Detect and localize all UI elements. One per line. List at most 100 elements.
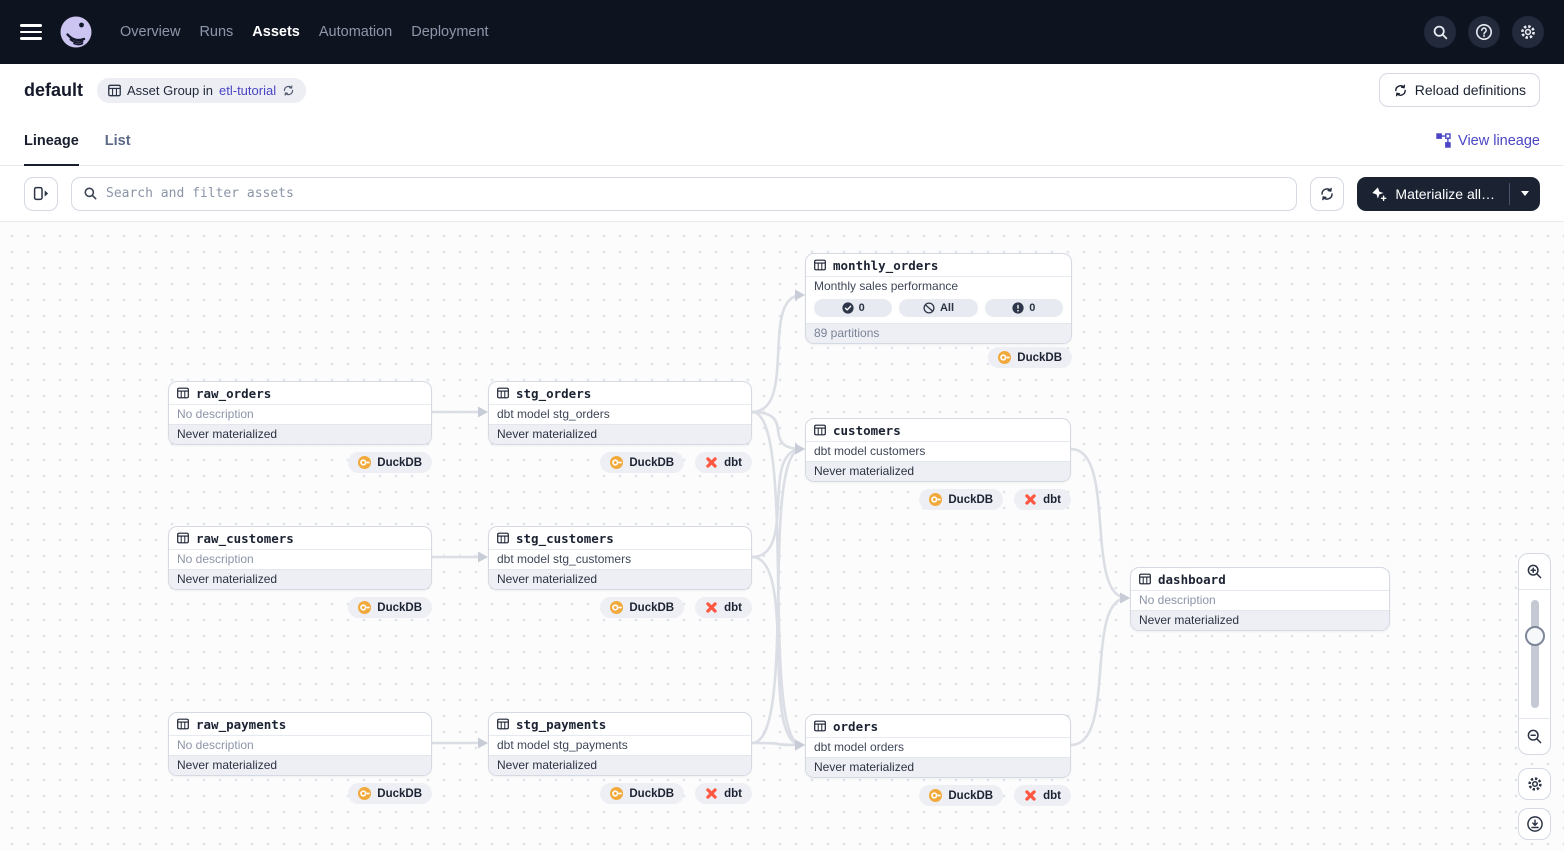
tabs: Lineage List <box>24 116 131 166</box>
split-divider <box>1509 182 1510 205</box>
nav-link-automation[interactable]: Automation <box>318 24 393 40</box>
reload-definitions-button[interactable]: Reload definitions <box>1378 73 1540 107</box>
asset-node-title: raw_customers <box>169 527 431 550</box>
zoom-in-button[interactable] <box>1519 554 1550 590</box>
toggle-sidebar-button[interactable] <box>24 176 58 211</box>
reload-status-icon <box>283 84 294 96</box>
refresh-icon <box>1321 187 1334 200</box>
download-view-button[interactable] <box>1518 808 1551 840</box>
tag-duckdb[interactable]: DuckDB <box>600 783 685 804</box>
asset-node-title: dashboard <box>1131 568 1389 591</box>
duckdb-icon <box>358 456 372 469</box>
asset-node-title: raw_payments <box>169 713 431 736</box>
check-circle-icon <box>841 302 854 314</box>
asset-group-badge: Asset Group in etl-tutorial <box>97 77 307 103</box>
tab-lineage[interactable]: Lineage <box>24 116 79 166</box>
materialize-dropdown-button[interactable] <box>1510 177 1540 211</box>
asset-search <box>71 176 1298 211</box>
nav-link-overview[interactable]: Overview <box>120 24 181 40</box>
refresh-button[interactable] <box>1310 176 1345 211</box>
asset-tags: DuckDB <box>168 452 432 473</box>
asset-node-description: dbt model stg_payments <box>497 738 628 752</box>
zoom-slider-handle[interactable] <box>1524 626 1545 646</box>
settings-icon[interactable] <box>1512 16 1544 48</box>
zoom-slider-track <box>1530 600 1539 708</box>
tag-duckdb[interactable]: DuckDB <box>919 489 1004 510</box>
tabs-row: Lineage List View lineage <box>0 116 1564 166</box>
menu-icon[interactable] <box>20 20 44 44</box>
dagster-logo-icon[interactable] <box>60 16 92 48</box>
table-icon <box>497 532 509 544</box>
asset-node-title: orders <box>806 715 1070 738</box>
tag-dbt[interactable]: dbt <box>695 597 752 618</box>
asset-node-description: dbt model orders <box>814 740 905 754</box>
duckdb-icon <box>358 787 372 800</box>
tag-duckdb[interactable]: DuckDB <box>600 597 685 618</box>
asset-node-description: No description <box>177 738 254 752</box>
asset-tags: DuckDB <box>168 597 432 618</box>
duckdb-icon <box>358 601 372 614</box>
asset-node-title: stg_orders <box>489 382 751 405</box>
materialize-all-button[interactable]: Materialize all… <box>1357 177 1509 211</box>
table-icon <box>497 718 509 730</box>
nav-link-runs[interactable]: Runs <box>199 24 234 40</box>
duckdb-icon <box>610 456 624 469</box>
tag-duckdb[interactable]: DuckDB <box>348 783 432 804</box>
code-location-link[interactable]: etl-tutorial <box>219 82 277 98</box>
tag-duckdb[interactable]: DuckDB <box>348 597 432 618</box>
tag-dbt[interactable]: dbt <box>695 452 752 473</box>
asset-node-status: Never materialized <box>806 461 1070 481</box>
table-icon <box>814 720 826 732</box>
search-icon <box>84 187 97 200</box>
asset-node-status: Never materialized <box>1131 610 1389 630</box>
zoom-slider[interactable] <box>1519 590 1550 718</box>
lineage-toolbar: Materialize all… <box>0 166 1564 222</box>
asset-tags: DuckDB <box>168 783 432 804</box>
sparkle-icon <box>1372 186 1387 201</box>
search-icon[interactable] <box>1424 16 1456 48</box>
table-icon <box>1139 573 1151 585</box>
reload-definitions-label: Reload definitions <box>1414 82 1526 98</box>
graph-settings-button[interactable] <box>1518 768 1551 800</box>
chevron-down-icon <box>1521 191 1529 196</box>
partition-badge: 0 <box>984 299 1063 317</box>
nav-link-assets[interactable]: Assets <box>252 24 300 40</box>
tab-list[interactable]: List <box>104 132 131 149</box>
panel-toggle-icon <box>33 186 48 201</box>
view-lineage-label: View lineage <box>1458 132 1540 149</box>
tag-duckdb[interactable]: DuckDB <box>988 347 1072 368</box>
view-lineage-link[interactable]: View lineage <box>1436 116 1540 165</box>
asset-node-title: customers <box>806 419 1070 442</box>
asset-node-title: raw_orders <box>169 382 431 405</box>
zoom-controls <box>1518 553 1551 755</box>
nav-link-deployment[interactable]: Deployment <box>411 24 489 40</box>
table-icon <box>814 424 826 436</box>
asset-node-title: stg_customers <box>489 527 751 550</box>
tag-dbt[interactable]: dbt <box>1014 785 1071 806</box>
help-icon[interactable] <box>1468 16 1500 48</box>
search-input[interactable] <box>106 186 1286 201</box>
tag-duckdb[interactable]: DuckDB <box>919 785 1004 806</box>
asset-node-description: Monthly sales performance <box>814 279 959 293</box>
duckdb-icon <box>929 493 943 506</box>
asset-node-title: monthly_orders <box>806 254 1071 277</box>
top-nav: Overview Runs Assets Automation Deployment <box>0 0 1564 64</box>
asset-node-description: dbt model stg_customers <box>497 552 632 566</box>
tag-dbt[interactable]: dbt <box>695 783 752 804</box>
tag-duckdb[interactable]: DuckDB <box>348 452 432 473</box>
asset-tags: DuckDB dbt <box>805 489 1071 510</box>
tag-dbt[interactable]: dbt <box>1014 489 1071 510</box>
zoom-out-button[interactable] <box>1519 718 1550 754</box>
tag-duckdb[interactable]: DuckDB <box>600 452 685 473</box>
